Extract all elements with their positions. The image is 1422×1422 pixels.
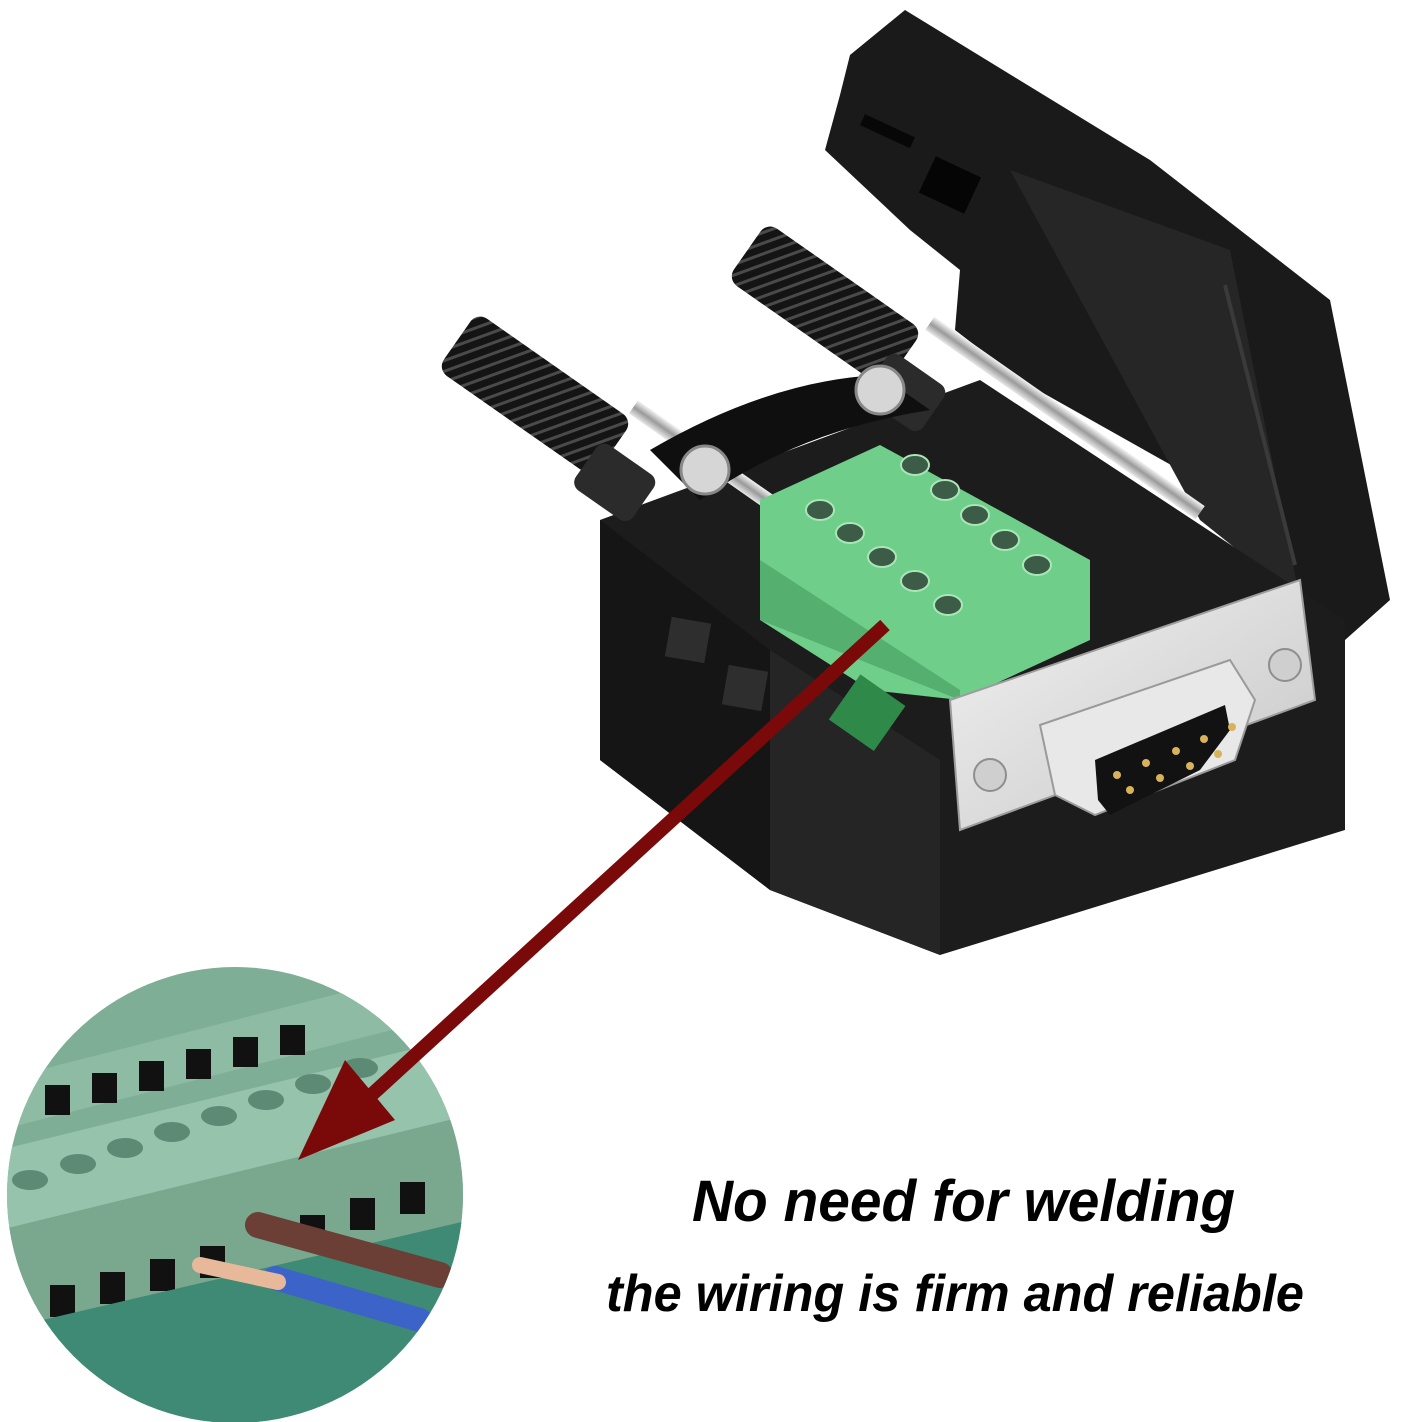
terminal-block xyxy=(760,445,1090,751)
callout-subline: the wiring is firm and reliable xyxy=(606,1265,1304,1323)
clamp-screw-left xyxy=(679,444,731,496)
blue-wire xyxy=(263,1266,432,1332)
db9-shell xyxy=(948,578,1317,832)
inset-closeup xyxy=(7,967,463,1422)
jack-screw-right xyxy=(1268,648,1302,682)
bare-wire-tip xyxy=(192,1257,286,1290)
callout-arrow xyxy=(298,619,890,1160)
callout-headline: No need for welding xyxy=(692,1169,1236,1234)
clamp-screw-right xyxy=(854,364,906,416)
metal-rod-right xyxy=(925,316,1205,520)
jack-screw-left xyxy=(973,758,1007,792)
db9-pins xyxy=(1113,723,1236,794)
housing-lid xyxy=(825,10,1390,640)
thumb-screw-left xyxy=(441,316,656,522)
brown-wire xyxy=(245,1212,453,1288)
